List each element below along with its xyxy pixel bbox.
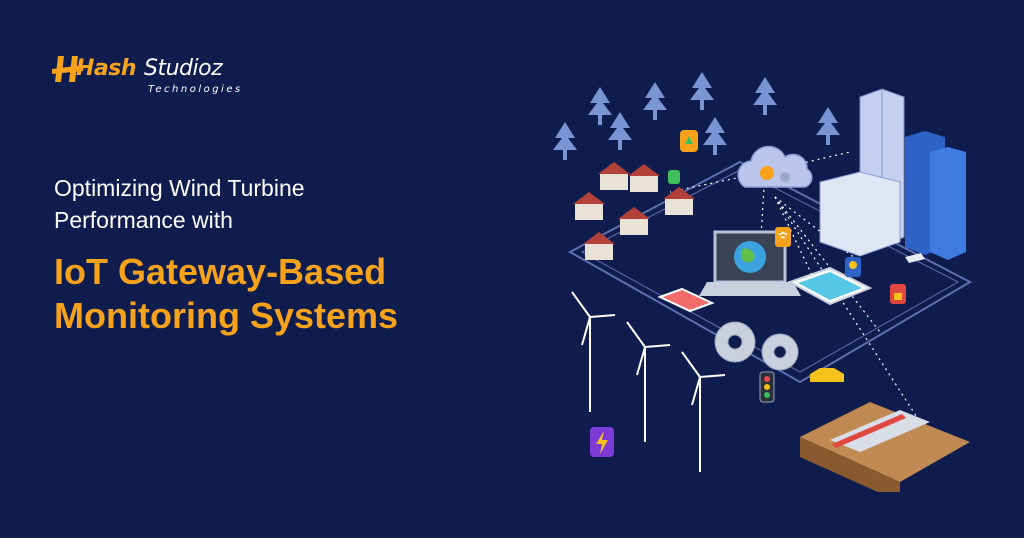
car-icon	[810, 368, 844, 382]
tree-icon	[553, 72, 840, 160]
smartphone-icon	[657, 287, 715, 313]
logo-tagline: Technologies	[148, 84, 243, 95]
traffic-light-icon	[759, 371, 775, 403]
cloud-gears-icon	[737, 145, 813, 188]
headline-line-2: Performance with	[54, 207, 233, 233]
wind-turbine-icon	[571, 291, 726, 472]
headline: Optimizing Wind Turbine Performance with…	[54, 172, 524, 338]
app-badge-icon	[668, 130, 698, 184]
tablet-icon	[787, 266, 873, 306]
skyscraper-icon	[819, 88, 966, 260]
wifi-icon	[775, 227, 791, 247]
train-icon	[800, 402, 970, 492]
house-icon	[573, 162, 695, 260]
laptop-globe-icon	[699, 230, 801, 296]
headline-line-1: Optimizing Wind Turbine	[54, 175, 305, 201]
headline-line-4: Monitoring Systems	[54, 295, 399, 336]
lightbulb-icon	[845, 257, 861, 277]
logo-hash-text: Hash	[76, 56, 137, 81]
logo-studioz-text: Studioz	[144, 56, 223, 81]
lightning-icon	[590, 427, 614, 457]
gear-icon	[714, 321, 799, 371]
logo-mark-icon	[52, 56, 84, 82]
iot-city-illustration	[553, 72, 973, 492]
security-camera-icon	[905, 253, 925, 263]
padlock-icon	[890, 284, 906, 304]
headline-line-3: IoT Gateway-Based	[54, 251, 387, 292]
brand-logo[interactable]: Hash Studioz Technologies	[52, 52, 267, 104]
